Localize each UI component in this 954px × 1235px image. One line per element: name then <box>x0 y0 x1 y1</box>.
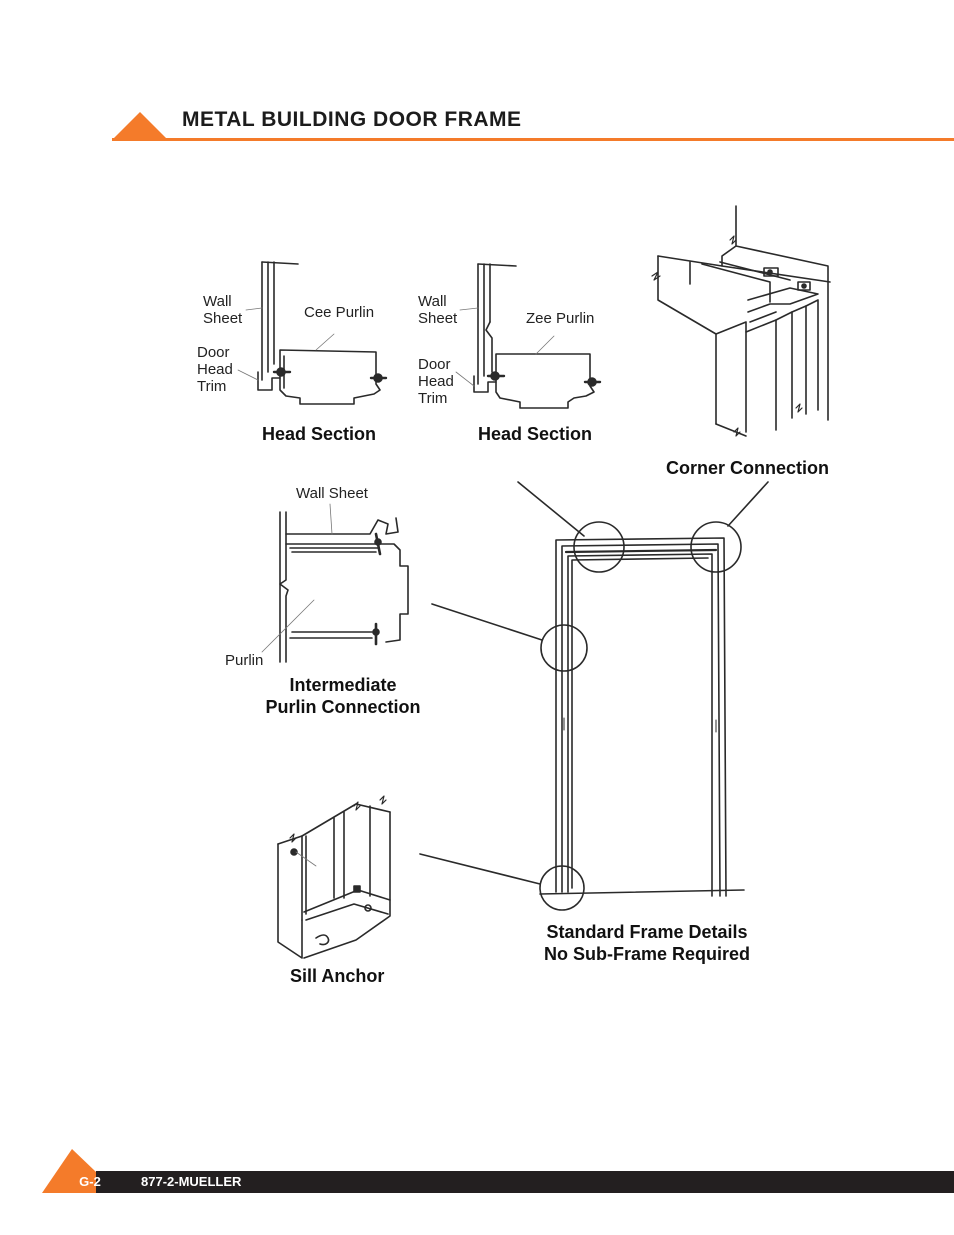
page-title: METAL BUILDING DOOR FRAME <box>182 108 522 131</box>
door-frame-drawing <box>419 481 769 911</box>
intermediate-purlin-drawing <box>261 503 409 663</box>
header-accent-triangle <box>112 112 168 140</box>
cee-purlin-label: Cee Purlin <box>304 304 375 321</box>
sill-anchor-caption: Sill Anchor <box>290 966 385 986</box>
zee-purlin-label: Zee Purlin <box>526 310 595 327</box>
header-rule <box>112 138 954 141</box>
standard-frame-caption: Standard Frame Details No Sub-Frame Requ… <box>543 922 751 964</box>
head-section-cee-drawing <box>237 261 388 405</box>
footer-bar <box>96 1171 954 1193</box>
cee-head-section-caption: Head Section <box>262 424 377 444</box>
corner-connection-drawing <box>651 205 831 437</box>
footer-phone: 877-2-MUELLER <box>141 1174 242 1189</box>
zee-head-section-caption: Head Section <box>478 424 593 444</box>
zee-door-head-trim-label: Door Head Trim <box>418 356 454 407</box>
zee-wall-sheet-label: Wall Sheet <box>418 293 458 327</box>
sill-anchor-drawing <box>277 795 391 959</box>
intermediate-wall-sheet-label: Wall Sheet <box>296 485 368 502</box>
cee-door-head-trim-label: Door Head Trim <box>197 344 233 395</box>
intermediate-purlin-caption: Intermediate Purlin Connection <box>265 675 421 717</box>
intermediate-purlin-label: Purlin <box>225 652 264 669</box>
page-number: G-2 <box>79 1174 101 1189</box>
head-section-zee-drawing <box>455 263 602 409</box>
corner-connection-caption: Corner Connection <box>666 458 830 478</box>
cee-wall-sheet-label: Wall Sheet <box>203 293 243 327</box>
